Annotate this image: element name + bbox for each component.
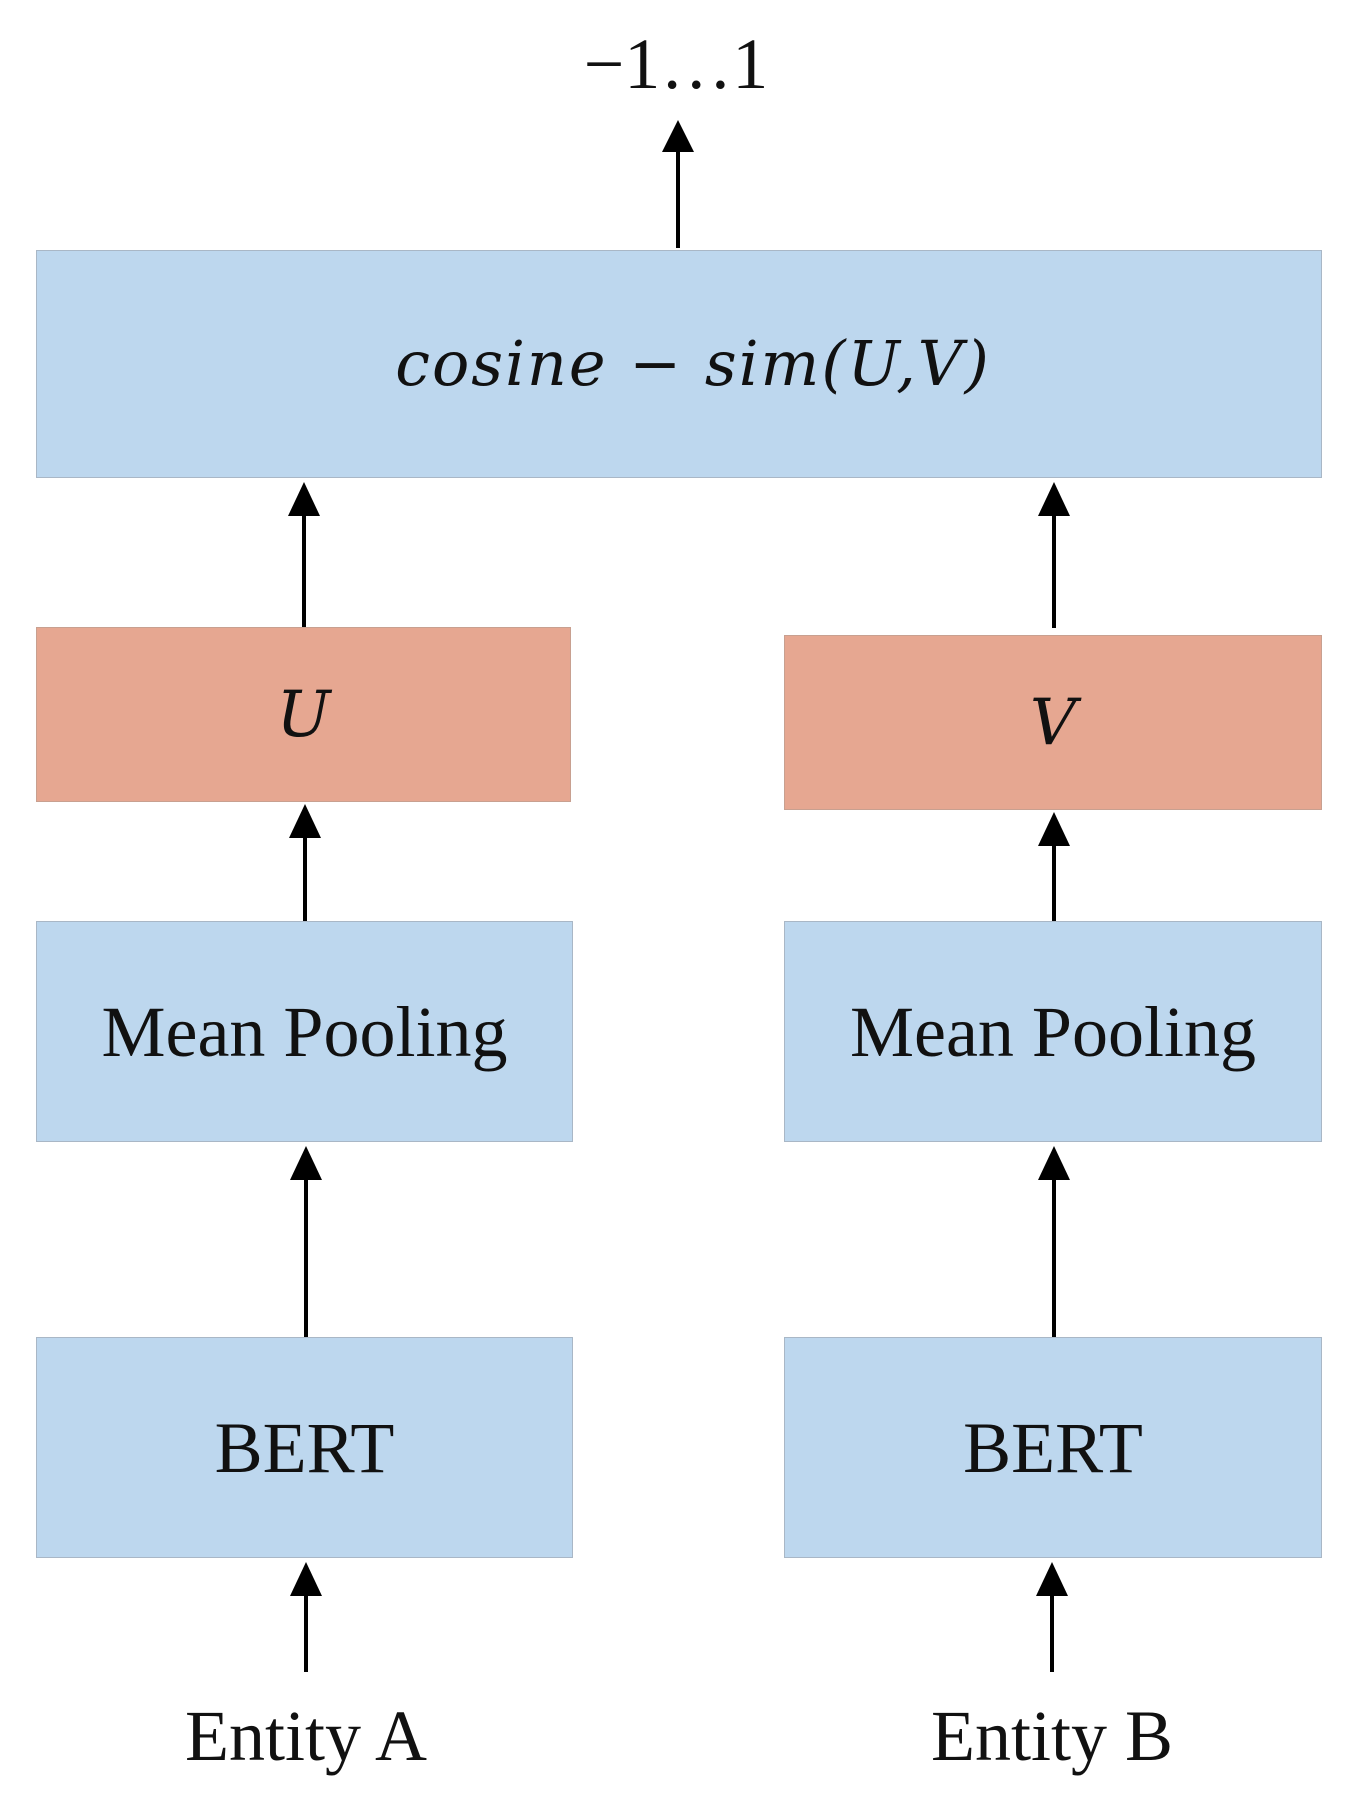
embedding-v-box: V <box>784 635 1322 810</box>
arrow-similarity-to-output <box>662 120 694 248</box>
arrow-pooling-b-to-v <box>1038 812 1070 922</box>
arrow-pooling-a-to-u <box>289 804 321 922</box>
arrow-entity-a-to-bert-a <box>290 1562 322 1672</box>
bert-a-label: BERT <box>214 1407 395 1488</box>
bert-a-box: BERT <box>36 1337 573 1558</box>
embedding-u-label: U <box>276 677 331 752</box>
mean-pooling-b-label: Mean Pooling <box>850 991 1256 1072</box>
arrow-v-to-similarity <box>1038 482 1070 628</box>
mean-pooling-a-box: Mean Pooling <box>36 921 573 1142</box>
entity-a-label: Entity A <box>184 1696 428 1776</box>
bert-b-label: BERT <box>963 1407 1143 1488</box>
mean-pooling-a-label: Mean Pooling <box>101 991 508 1072</box>
arrow-bert-b-to-pooling-b <box>1038 1146 1070 1338</box>
embedding-v-label: V <box>1029 685 1077 760</box>
cosine-similarity-box: cosine − sim(U,V) <box>36 250 1322 478</box>
arrow-u-to-similarity <box>288 482 320 628</box>
output-range-label: −1…1 <box>583 24 769 104</box>
mean-pooling-b-box: Mean Pooling <box>784 921 1322 1142</box>
bert-b-box: BERT <box>784 1337 1322 1558</box>
entity-b-label: Entity B <box>930 1696 1174 1776</box>
arrow-bert-a-to-pooling-a <box>290 1146 322 1338</box>
cosine-similarity-label: cosine − sim(U,V) <box>395 327 991 400</box>
embedding-u-box: U <box>36 627 571 802</box>
arrow-entity-b-to-bert-b <box>1036 1562 1068 1672</box>
